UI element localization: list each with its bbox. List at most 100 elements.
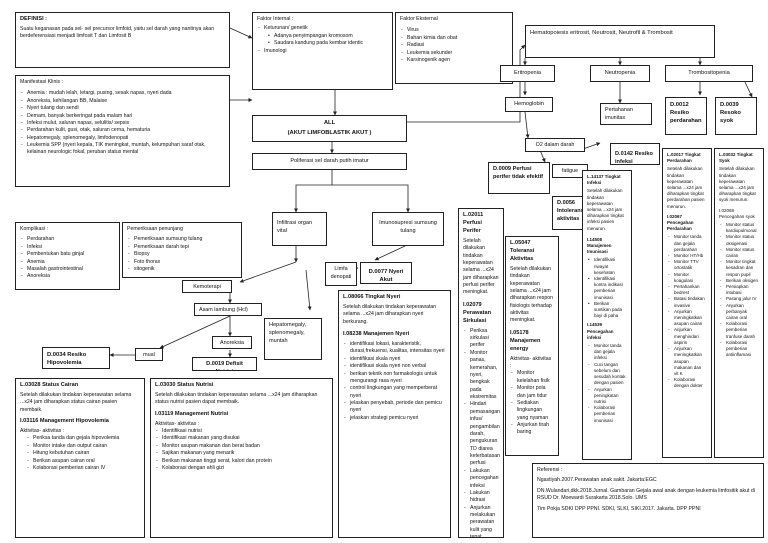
faktor-eksternal-item: Radiasi	[400, 42, 508, 50]
i14539-item: Kolaborasi pemberian imunisasi	[587, 405, 627, 424]
manifestasi-item: Demam, banyak berkeringat pada malam har…	[20, 113, 225, 121]
i08238-item: jelaskan penyebab, periode dan pemicu ny…	[343, 400, 446, 415]
faktor-eksternal-title: Faktor Eksternal	[400, 16, 438, 22]
i08238-item: identifikasi skala nyeri non verbal	[343, 363, 446, 371]
d0009-box: D.0009 Perfusi perifer tidak efektif	[488, 162, 550, 194]
referensi-item: Tim Pokja SDKI DPP PPNI. SDKI, SLKI, SIK…	[537, 505, 701, 512]
d0056-text: D.0056 Intoleransi aktivitas	[557, 200, 586, 222]
komplikasi-item: Masalah gastrointestinal	[20, 266, 115, 274]
l08066-text: Setelah dilakukan tindakan keperawatan s…	[343, 303, 437, 325]
d0019-text: D.0019 Defisit Nutrisi	[206, 361, 243, 370]
i14508-item: Berikan suntikan pada bayi di paha	[587, 301, 627, 320]
manifestasi-item: Anemia : mudah lelah, letargi, pusing, s…	[20, 90, 225, 98]
i03119-title: I.03119 Management Nutrisi	[155, 410, 229, 417]
i02068-item: Kolaborasi pemberian antiinflamasi	[719, 340, 759, 359]
trombositopenia-box: Trombositopenia	[665, 65, 753, 82]
d0039-box: D.0039 Resoko syok	[715, 97, 757, 135]
komplikasi-item: Infeksi	[20, 244, 115, 252]
i02079-item: Lakukan pencegahan infeksi	[463, 468, 499, 490]
kemoterapi-box: Kemoterapi	[182, 280, 232, 293]
l03032-text: Setelah dilakukan tindakan keperawatan s…	[719, 166, 756, 203]
l08066-title: L.08066 Tingkat Nyeri	[343, 294, 401, 300]
referensi-item: Ngastiyah.2007.Perawatan anak sakit. Jak…	[537, 477, 657, 484]
i05178-item: Monitor kelelahan fisik	[510, 370, 554, 385]
limfa-text: Limfa denopati	[330, 266, 352, 280]
referensi-box: Referensi : Ngastiyah.2007.Perawatan ana…	[532, 463, 764, 538]
komplikasi-item: Pembentukan batu ginjal	[20, 251, 115, 259]
all-title: ALL	[323, 120, 336, 126]
d0077-text: D.0077 Nyeri Akut	[368, 269, 404, 284]
penunjang-item: sitogenik	[127, 266, 237, 274]
i02079-item: Periksa sirkulasi perifer	[463, 328, 499, 350]
kemoterapi-text: Kemoterapi	[193, 284, 221, 290]
hematopoiesis-text: Hematopoiesis eritrosit, Neutrosit, Neut…	[530, 30, 673, 36]
i14539-item: Cuci tangan sebelum dan sesudah kontak d…	[587, 362, 627, 387]
l02011-box: L.02011 Perfusi Perifer Setelah dilakuka…	[458, 208, 504, 538]
asam-box: Asam lambung (Hcl)	[194, 303, 262, 316]
i14508-title: I.14508 Manajemen Imunisasi	[587, 236, 612, 255]
l03028-title: L.03028 Status Cairan	[20, 382, 79, 388]
i02068-item: Monitor status cairan	[719, 247, 759, 259]
neutropenia-box: Neutropenia	[590, 65, 650, 82]
referensi-item: DN.Wulandari,dkk.2018.Jurnal. Gambaran G…	[537, 487, 755, 502]
i03116-item: Hitung kebutuhan cairan	[26, 450, 140, 458]
i02067-title: I.02067 Pencegahan Perdarahan	[667, 213, 694, 232]
all-subtitle: (AKUT LIMFOBLASTIK AKUT )	[287, 130, 372, 137]
faktor-internal-item: Keturunan/ genetik	[257, 25, 388, 33]
proliferasi-box: Poliferasi sel darah putih imatur	[252, 153, 407, 170]
i02067-item: Batasi tindakan invasive	[667, 296, 707, 308]
i02079-item: Anjurkan melakukan perawatan kulit yang …	[463, 505, 499, 537]
l05047-text: Setelah dilakukan tindakan keperawatan s…	[510, 265, 553, 324]
mual-text: mual	[143, 352, 155, 358]
penunjang-item: Biopsy	[127, 251, 237, 259]
i02067-item: Pertahankan bedrest	[667, 284, 707, 296]
faktor-eksternal-item: Bahan kimia dan obat	[400, 35, 508, 43]
infiltrasi-box: Infiltrasi organ vital	[272, 212, 327, 246]
pertahanan-box: Pertahanan imunitas	[600, 103, 652, 125]
i02068-item: Monitor status kardiopulmonal	[719, 222, 759, 234]
definisi-text: Suatu keganasan pada sel- sel precursor …	[20, 25, 215, 40]
i02068-item: Anjurkan perbanyak cairan oral	[719, 303, 759, 322]
komplikasi-item: Anoreksia	[20, 273, 115, 281]
d0019-box: D.0019 Defisit Nutrisi	[192, 357, 257, 371]
definisi-title: DEFINISI :	[20, 16, 48, 22]
faktor-internal-item: Imunologi	[257, 48, 388, 56]
i03119-item: Monitor asupan makanan dan berat badan	[155, 443, 328, 451]
penunjang-item: Pemeriksaan sumsung tulang	[127, 236, 237, 244]
manifestasi-item: Leukemia SPP (nyeri kepala, TIK meningka…	[20, 142, 225, 157]
i02067-item: Kolaborasi dengan dokter	[667, 377, 707, 389]
manifestasi-item: Perdarahan kulit, gusi, otak, saluran ce…	[20, 127, 225, 135]
i02079-item: Monitor panas, kemerahan, nyeri, bengkak…	[463, 350, 499, 402]
faktor-eksternal-box: Faktor Eksternal Virus Bahan kimia dan o…	[395, 12, 513, 84]
i02079-item: Hindari pemasangan infus/ pengambilan da…	[463, 401, 500, 467]
manifestasi-item: Nyeri tulang dan sendi	[20, 105, 225, 113]
i02067-item: Monitor HT/Hb	[667, 253, 707, 259]
fatigue-text: fatigue	[561, 168, 579, 174]
i03119-item: Kolaborasi dengan ahli gizi	[155, 465, 328, 473]
komplikasi-item: Perdarahan	[20, 236, 115, 244]
i02067-item: Monitor TTV ortostatik	[667, 259, 707, 271]
o2-text: O2 dalam darah	[535, 142, 575, 148]
i08238-item: berikan teknik non farmakologis untuk me…	[343, 371, 446, 386]
l02017-title: L.02017 Tingkat Perdarahan	[667, 152, 701, 164]
manifestasi-item: Anoreksia, kehilangan BB, Malaise	[20, 98, 225, 106]
i03119-item: Berikan makanan tinggi serat, kalori dan…	[155, 458, 328, 466]
komplikasi-box: Komplikasi : Perdarahan Infeksi Pembentu…	[15, 222, 120, 290]
l14137-text: Setelah dilakukan tindakan keperawatan s…	[587, 188, 624, 231]
d0077-box: D.0077 Nyeri Akut	[360, 262, 412, 284]
penunjang-item: Pemeriksaan darah tepi	[127, 244, 237, 252]
hepato-box: Hepatomegaly, splenomegaly, muntah	[264, 318, 322, 360]
d0034-box: D.0034 Resiko Hipovolemia	[42, 347, 110, 369]
i08238-item: identifikasi skala nyeri	[343, 356, 446, 364]
hepato-text: Hepatomegaly, splenomegaly, muntah	[269, 322, 307, 344]
i02067-item: Monitor tanda dan gejala perdarahan	[667, 234, 707, 253]
manifestasi-title: Manifestasi Klinis :	[20, 79, 63, 85]
i02079-title: I.02079 Perawatan Sirkulasi	[463, 301, 491, 324]
l14137-box: L.14137 Tingkat Infeksi Setelah dilakuka…	[582, 170, 632, 460]
i05178-title: I.05178 Manajemen energy	[510, 329, 541, 352]
i02068-item: Persiapkan intubasi	[719, 284, 759, 296]
i03116-item: Kolaborasi pemberian cairan IV	[26, 465, 140, 473]
l03032-box: L.03032 Tingkat Syok Setelah dilakukan t…	[714, 148, 764, 458]
i02068-item: Kolaborasi pemberian tranfuse darah	[719, 321, 759, 340]
